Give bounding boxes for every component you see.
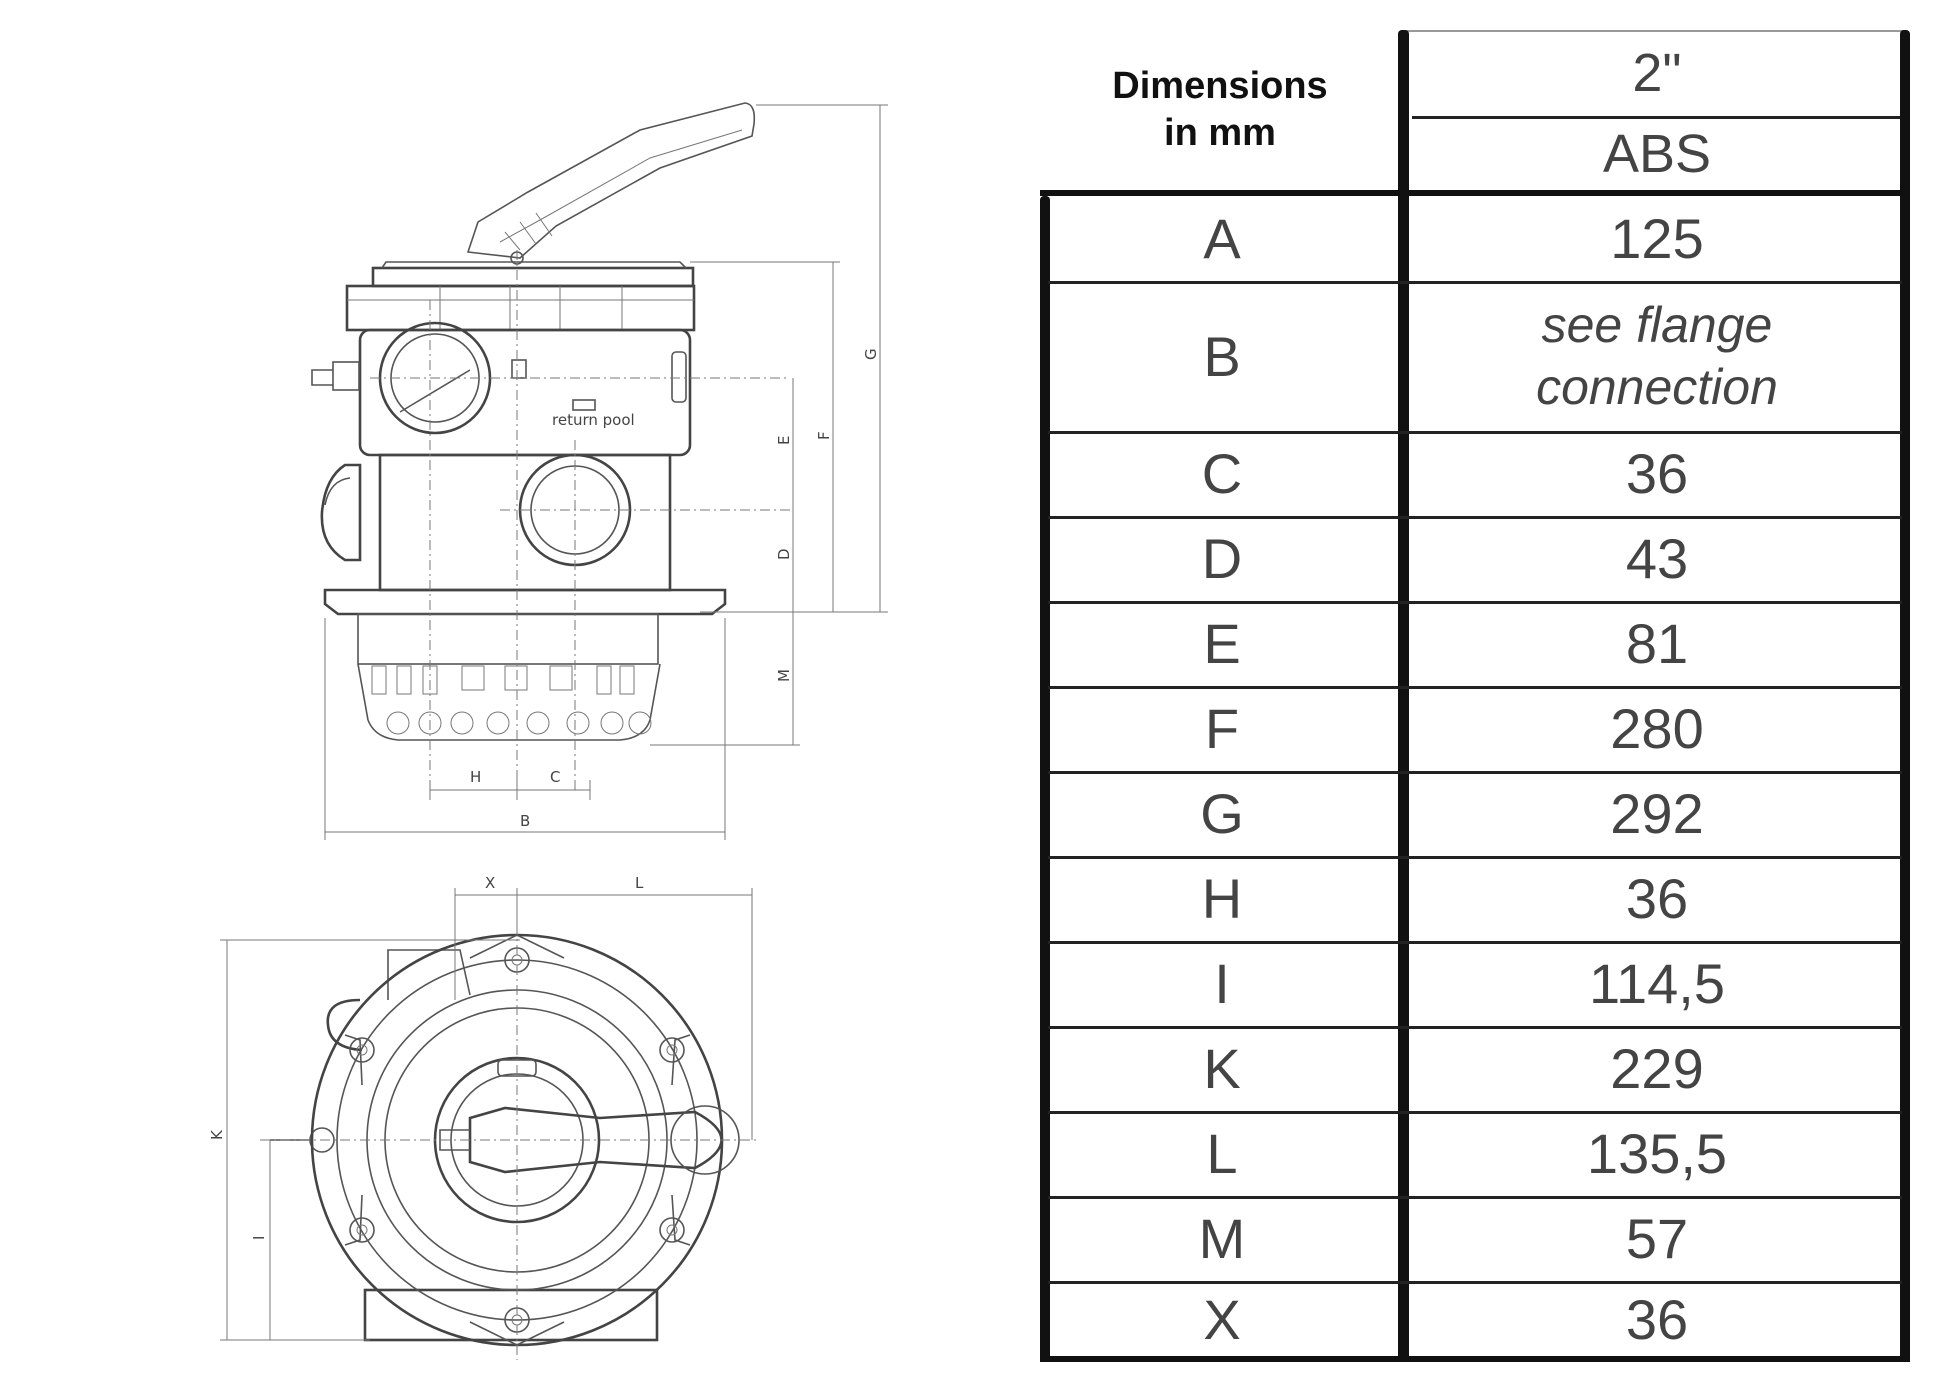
valve-side-knob (320, 463, 362, 562)
frame-header-divider (1412, 116, 1902, 119)
valve-handle (466, 102, 756, 259)
table-row: X 36 (1048, 1281, 1902, 1358)
dim-label-c: C (550, 768, 560, 786)
dimension-value: 114,5 (1589, 952, 1725, 1015)
dimension-value: 36 (1625, 867, 1689, 930)
dim-label-h: H (470, 768, 481, 786)
dimension-label: A (1203, 207, 1241, 270)
valve-upper-body (358, 328, 692, 457)
table-row: C 36 (1048, 431, 1902, 519)
dimension-label: K (1203, 1037, 1241, 1100)
dim-label-m: M (775, 669, 793, 682)
dim-label-f: F (815, 431, 833, 440)
table-row: L 135,5 (1048, 1111, 1902, 1199)
frame-left-outer (1040, 196, 1050, 1362)
valve-lid (345, 284, 696, 332)
dimension-value: 229 (1610, 1037, 1704, 1100)
dim-label-i: I (250, 1236, 268, 1240)
technical-drawings: return pool (208, 102, 888, 1360)
dimension-value: 81 (1625, 612, 1689, 675)
valve-drawings-svg: return pool (208, 102, 888, 1360)
strainer-basket (357, 663, 661, 741)
table-row: K 229 (1048, 1026, 1902, 1114)
table-row: M 57 (1048, 1196, 1902, 1284)
table-row: D 43 (1048, 516, 1902, 604)
dim-label-g: G (862, 348, 880, 360)
valve-top-view: X L K I (208, 874, 760, 1360)
valve-lower-body (378, 453, 672, 592)
table-row: E 81 (1048, 601, 1902, 689)
dimension-value: 125 (1610, 207, 1704, 270)
dimension-label: L (1206, 1122, 1238, 1185)
dimension-label: B (1203, 324, 1241, 388)
table-row: G 292 (1048, 771, 1902, 859)
dimension-label: M (1198, 1207, 1246, 1270)
table-row: H 36 (1048, 856, 1902, 944)
top-handle (468, 1106, 723, 1174)
dim-label-x: X (485, 874, 495, 892)
valve-flange (323, 588, 727, 616)
table-header-size: 2" (1632, 42, 1682, 103)
frame-center-divider (1398, 30, 1409, 1362)
dimension-value: 43 (1625, 527, 1689, 590)
dim-label-k: K (208, 1129, 226, 1140)
dimension-value: 135,5 (1586, 1122, 1728, 1185)
valve-side-view: return pool (311, 102, 888, 840)
dimension-label: E (1203, 612, 1241, 675)
table-row: F 280 (1048, 686, 1902, 774)
dimension-value: 57 (1625, 1207, 1689, 1270)
table-header-material: ABS (1602, 124, 1712, 184)
frame-header-top (1406, 30, 1906, 32)
dimension-value: see flange connection (1536, 296, 1778, 416)
table-header-caption: Dimensions in mm (1112, 64, 1328, 155)
dimension-label: H (1201, 867, 1243, 930)
frame-right-outer (1900, 30, 1910, 1362)
dim-label-b: B (520, 812, 530, 830)
frame-header-bottom (1040, 190, 1906, 196)
table-row: I 114,5 (1048, 941, 1902, 1029)
tiny-label-return-pool: return pool (552, 411, 635, 429)
dimension-label: I (1214, 952, 1230, 1015)
dimension-label: X (1203, 1288, 1241, 1351)
valve-lid-rim (371, 266, 695, 288)
dim-label-e: E (775, 436, 793, 445)
table-row: A 125 (1048, 196, 1902, 284)
dimension-value: 292 (1610, 782, 1704, 845)
dimension-value: 280 (1610, 697, 1704, 760)
dimension-value: 36 (1625, 442, 1689, 505)
dim-label-d: D (775, 548, 793, 560)
dimension-label: C (1201, 442, 1243, 505)
dim-label-l: L (635, 874, 644, 892)
dimension-label: G (1200, 782, 1244, 845)
dimension-label: F (1204, 697, 1240, 760)
dimension-value: 36 (1625, 1288, 1689, 1351)
dimension-label: D (1201, 527, 1243, 590)
frame-bottom (1040, 1356, 1910, 1362)
